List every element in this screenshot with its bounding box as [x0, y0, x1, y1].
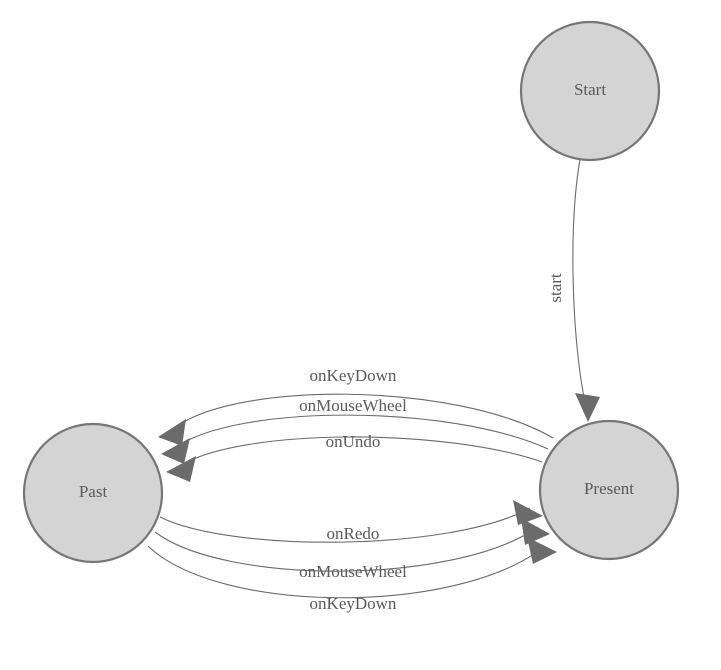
node-past-circle: [22, 422, 164, 564]
node-present[interactable]: Present: [538, 419, 680, 561]
edge-past-present-onkeydown-path: [147, 545, 546, 599]
edge-start-arrowhead: [575, 393, 600, 422]
edge-present-past-onkeydown-label: onKeyDown: [310, 366, 397, 385]
edge-present-past-onmousewheel-path: [174, 414, 549, 450]
edge-past-present-onkeydown-label: onKeyDown: [310, 594, 397, 613]
node-start[interactable]: Start: [519, 20, 661, 162]
edge-past-present-onmousewheel-path: [154, 526, 539, 572]
node-start-circle: [519, 20, 661, 162]
node-past-label: Past: [79, 482, 108, 501]
edge-present-past-onundo-label: onUndo: [326, 432, 381, 451]
edge-past-present-onkeydown[interactable]: onKeyDown: [147, 537, 557, 613]
node-past[interactable]: Past: [22, 422, 164, 564]
edge-past-present-onredo-arrowhead: [513, 500, 543, 525]
node-start-label: Start: [574, 80, 606, 99]
node-present-circle: [538, 419, 680, 561]
edge-present-past-onkeydown[interactable]: onKeyDown: [158, 366, 554, 446]
edge-present-past-onmousewheel-label: onMouseWheel: [299, 396, 407, 415]
edge-present-past-onmousewheel-arrowhead: [161, 438, 190, 464]
edge-start-label: start: [546, 273, 565, 303]
edge-present-past-onmousewheel[interactable]: onMouseWheel: [161, 396, 549, 464]
node-present-label: Present: [584, 479, 634, 498]
edge-present-past-onundo[interactable]: onUndo: [166, 432, 543, 482]
edge-present-past-onundo-arrowhead: [166, 456, 196, 482]
edge-past-present-onmousewheel-arrowhead: [521, 518, 550, 545]
edge-past-present-onredo[interactable]: onRedo: [159, 500, 543, 543]
edge-past-present-onmousewheel-label: onMouseWheel: [299, 562, 407, 581]
edge-start-path: [572, 158, 587, 409]
edge-past-present-onredo-label: onRedo: [327, 524, 380, 543]
edge-present-past-onkeydown-arrowhead: [158, 419, 186, 446]
edge-past-present-onkeydown-arrowhead: [527, 537, 557, 564]
edge-start[interactable]: start: [546, 158, 600, 422]
edge-past-present-onredo-path: [159, 507, 531, 543]
edge-present-past-onundo-path: [179, 436, 543, 467]
edge-present-past-onkeydown-path: [171, 393, 554, 439]
